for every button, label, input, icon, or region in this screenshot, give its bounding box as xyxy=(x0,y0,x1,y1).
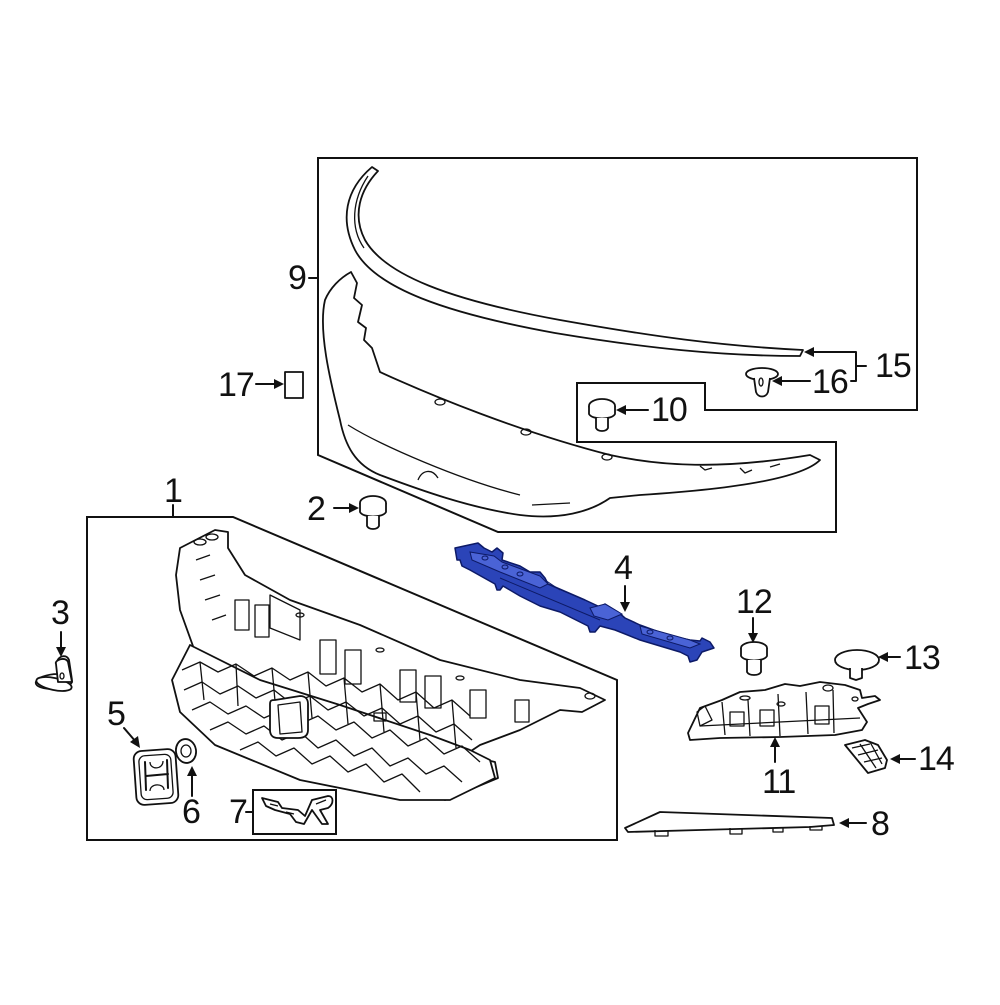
clip-13[interactable] xyxy=(834,649,880,681)
callout-5: 5 xyxy=(107,695,126,733)
lower-molding-8[interactable] xyxy=(624,811,835,837)
clip-3[interactable] xyxy=(35,655,73,693)
callout-13: 13 xyxy=(904,639,941,677)
clip-10[interactable] xyxy=(588,398,616,432)
callout-17: 17 xyxy=(218,366,255,404)
callout-16: 16 xyxy=(812,363,849,401)
callout-12: 12 xyxy=(736,583,773,621)
callout-8: 8 xyxy=(871,805,890,843)
type-r-badge-7[interactable] xyxy=(261,795,334,825)
callout-6: 6 xyxy=(182,793,201,831)
callout-7: 7 xyxy=(229,793,248,831)
bumper-cover-part[interactable] xyxy=(322,271,821,518)
side-bracket-11[interactable] xyxy=(687,681,881,741)
leader-15 xyxy=(809,351,867,382)
callout-1: 1 xyxy=(164,472,183,510)
upper-molding-part[interactable] xyxy=(345,166,804,357)
callout-10: 10 xyxy=(651,391,688,429)
grille-assembly-part[interactable] xyxy=(171,529,606,801)
group-box-9 xyxy=(317,157,918,533)
callout-14: 14 xyxy=(918,740,955,778)
label-plate-17[interactable] xyxy=(284,371,304,399)
upper-reinforcement-bracket-4[interactable] xyxy=(454,542,715,663)
seal-6[interactable] xyxy=(174,737,198,764)
callout-15: 15 xyxy=(875,347,912,385)
emblem-5[interactable] xyxy=(132,748,180,806)
clip-16[interactable] xyxy=(745,367,779,398)
callout-11: 11 xyxy=(762,763,796,801)
callout-9: 9 xyxy=(288,259,307,297)
group-box-1 xyxy=(86,516,618,841)
clip-12[interactable] xyxy=(740,641,768,676)
clip-2[interactable] xyxy=(359,495,387,530)
grille-insert-14[interactable] xyxy=(844,739,888,774)
callout-4: 4 xyxy=(614,549,633,587)
callout-2: 2 xyxy=(307,490,326,528)
callout-3: 3 xyxy=(51,594,70,632)
